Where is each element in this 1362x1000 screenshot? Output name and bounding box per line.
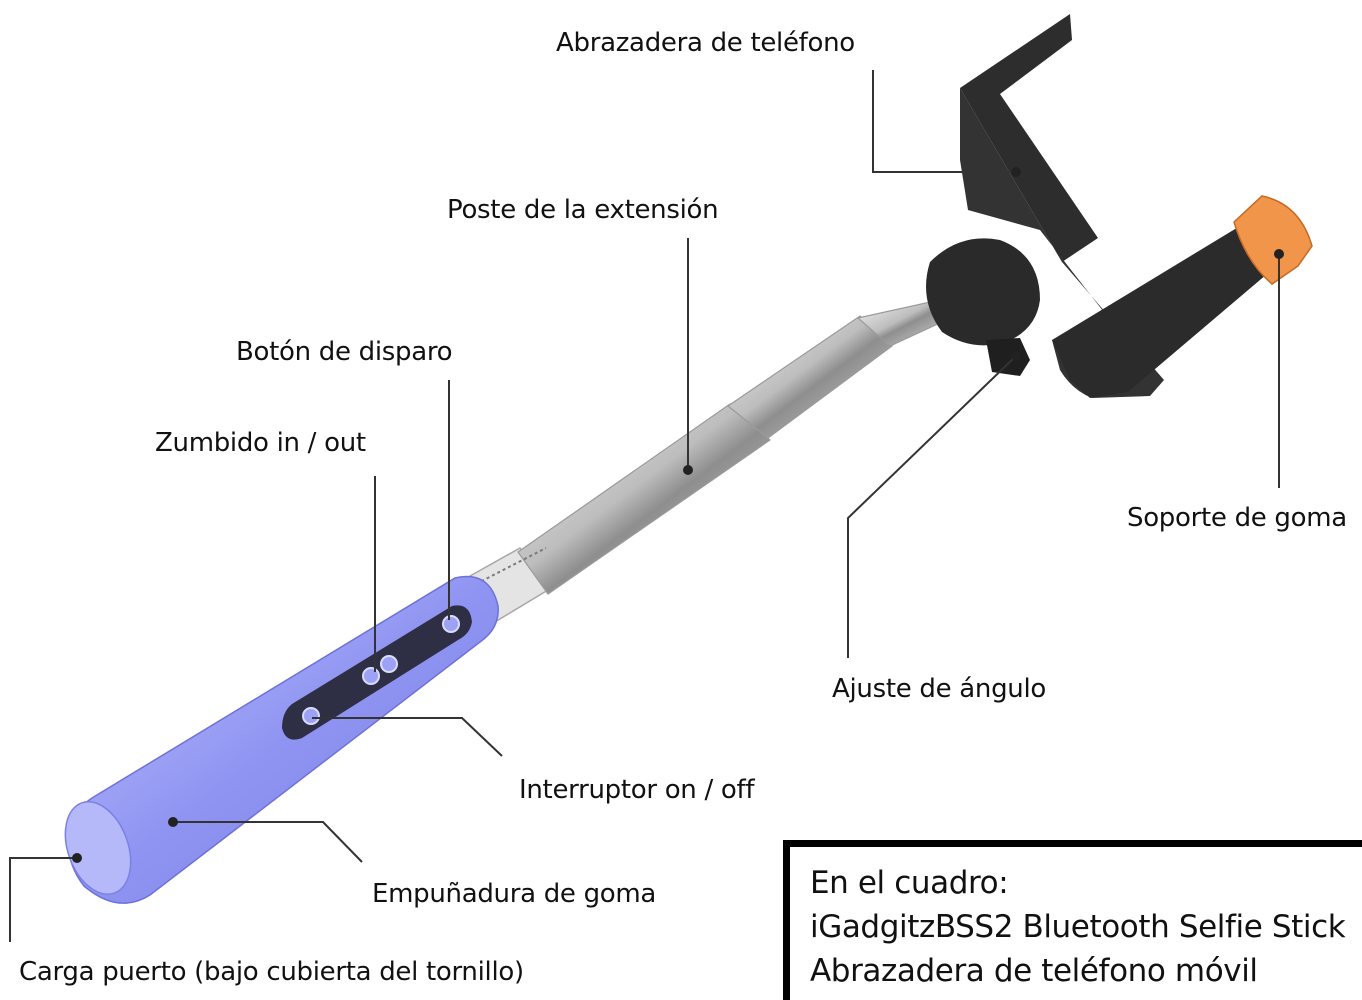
label-rubber-mount: Soporte de goma — [1127, 503, 1347, 533]
label-phone-clamp: Abrazadera de teléfono — [556, 28, 855, 58]
label-zoom: Zumbido in / out — [155, 428, 366, 458]
rubber-grip-handle — [64, 575, 499, 904]
pole-text-band — [475, 547, 547, 585]
angle-knob — [986, 338, 1030, 376]
dot-angle-adjust — [1011, 351, 1021, 361]
leader-charge-port — [9, 857, 77, 942]
pole-segment-2 — [517, 403, 771, 595]
clamp-arm-top — [960, 14, 1098, 262]
dot-rubber-mount — [1274, 249, 1284, 259]
dot-phone-clamp — [1011, 167, 1021, 177]
shutter-button — [442, 615, 460, 633]
leader-lines — [9, 70, 1280, 942]
leader-rubber-grip — [173, 821, 363, 863]
power-switch — [302, 707, 320, 725]
label-rubber-grip: Empuñadura de goma — [372, 879, 657, 909]
label-angle-adjust: Ajuste de ángulo — [832, 674, 1046, 704]
caption-line-2: iGadgitzBSS2 Bluetooth Selfie Stick — [810, 909, 1346, 945]
label-charge-port: Carga puerto (bajo cubierta del tornillo… — [19, 957, 524, 987]
rubber-pad — [1233, 195, 1313, 285]
leader-dots — [72, 167, 1284, 863]
angle-joint — [926, 238, 1040, 346]
label-extension-pole: Poste de la extensión — [447, 195, 719, 225]
leader-power-switch — [312, 717, 503, 757]
zoom-button-1 — [362, 667, 380, 685]
caption-line-1: En el cuadro: — [810, 865, 1009, 901]
caption-box: En el cuadro: iGadgitzBSS2 Bluetooth Sel… — [783, 840, 1362, 1000]
dot-charge-port — [72, 853, 82, 863]
clamp-base-bar — [1052, 226, 1300, 398]
pole-segment-3 — [726, 315, 893, 439]
leader-angle-adjust — [847, 355, 1017, 658]
label-shutter-button: Botón de disparo — [236, 337, 453, 367]
leader-phone-clamp — [872, 70, 1016, 173]
caption-line-3: Abrazadera de teléfono móvil — [810, 953, 1258, 989]
dot-extension-pole — [683, 465, 693, 475]
extension-pole — [468, 301, 943, 624]
zoom-button-2 — [380, 655, 398, 673]
label-power-switch: Interruptor on / off — [519, 775, 755, 805]
dot-rubber-grip — [168, 817, 178, 827]
phone-clamp-head — [926, 14, 1313, 398]
